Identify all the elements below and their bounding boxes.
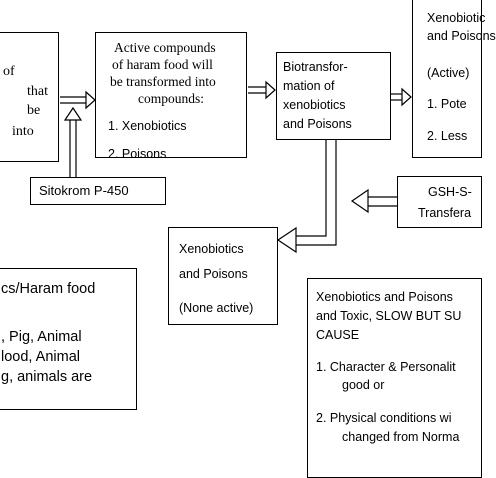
haram-line-1: cs/Haram food bbox=[1, 281, 96, 297]
connector-arrows bbox=[60, 80, 412, 254]
active-line-3: be transformed into bbox=[110, 74, 216, 89]
toxic-item-2: 2. Physical conditions wi bbox=[316, 411, 452, 425]
toxic-item-1: 1. Character & Personalit bbox=[316, 360, 456, 374]
box-left-line-3: be bbox=[27, 103, 41, 118]
active-line-4: compounds: bbox=[138, 91, 204, 106]
sitokrom-label: Sitokrom P-450 bbox=[39, 183, 129, 198]
box-gsh-transferase: GSH-S- Transfera bbox=[397, 176, 482, 228]
gsh-line-2: Transfera bbox=[418, 206, 472, 220]
active-line-2: of haram food will bbox=[112, 57, 213, 72]
box-toxic-effects: Xenobiotics and Poisons and Toxic, SLOW … bbox=[307, 278, 482, 478]
toxic-item-2-cont: changed from Norma bbox=[342, 430, 460, 444]
arrow-biotrans-to-result bbox=[391, 87, 412, 107]
result-line-1: Xenobiotic bbox=[427, 11, 486, 25]
result-line-4: 1. Pote bbox=[427, 97, 467, 111]
active-line-1: Active compounds bbox=[114, 40, 216, 55]
haram-line-3: lood, Animal bbox=[1, 349, 80, 365]
arrow-biotrans-to-none-active bbox=[276, 140, 337, 254]
box-left-line-1: of bbox=[3, 64, 15, 79]
arrow-active-to-biotrans bbox=[248, 80, 276, 100]
box-none-active: Xenobiotics and Poisons (None active) bbox=[168, 227, 278, 325]
result-line-2: and Poisons bbox=[427, 29, 496, 43]
biotrans-line-3: xenobiotics bbox=[283, 98, 346, 112]
box-left-line-4: into bbox=[12, 124, 34, 139]
haram-line-4: g, animals are bbox=[1, 369, 93, 385]
toxic-line-2: and Toxic, SLOW BUT SU bbox=[316, 309, 462, 323]
box-haram-intake: of that be into bbox=[0, 32, 59, 162]
none-active-line-1: Xenobiotics bbox=[179, 242, 244, 256]
result-line-5: 2. Less bbox=[427, 129, 468, 143]
arrow-gsh-left bbox=[350, 188, 397, 214]
toxic-line-3: CAUSE bbox=[316, 328, 360, 342]
box-left-line-2: that bbox=[27, 84, 48, 99]
toxic-line-1: Xenobiotics and Poisons bbox=[316, 290, 453, 304]
box-active-result: Xenobiotic and Poisons (Active) 1. Pote … bbox=[412, 0, 496, 158]
biotrans-line-4: and Poisons bbox=[283, 117, 352, 131]
biotrans-line-2: mation of bbox=[283, 79, 335, 93]
none-active-line-2: and Poisons bbox=[179, 267, 248, 281]
box-active-compounds: Active compounds of haram food will be t… bbox=[95, 32, 247, 161]
box-biotransformation: Biotransfor- mation of xenobiotics and P… bbox=[276, 52, 391, 140]
toxic-item-1-cont: good or bbox=[342, 378, 385, 392]
arrow-left-to-active bbox=[60, 90, 96, 110]
active-item-xenobiotics: 1. Xenobiotics bbox=[108, 119, 187, 133]
active-item-poisons: 2. Poisons bbox=[108, 147, 167, 161]
none-active-line-3: (None active) bbox=[179, 301, 254, 315]
arrow-sitokrom-up bbox=[63, 106, 83, 177]
box-sitokrom: Sitokrom P-450 bbox=[30, 177, 166, 205]
haram-line-2: , Pig, Animal bbox=[1, 329, 82, 345]
biotrans-line-1: Biotransfor- bbox=[283, 60, 348, 74]
box-haram-food: cs/Haram food , Pig, Animal lood, Animal… bbox=[0, 268, 137, 410]
result-line-3: (Active) bbox=[427, 66, 470, 80]
gsh-line-1: GSH-S- bbox=[428, 185, 472, 199]
